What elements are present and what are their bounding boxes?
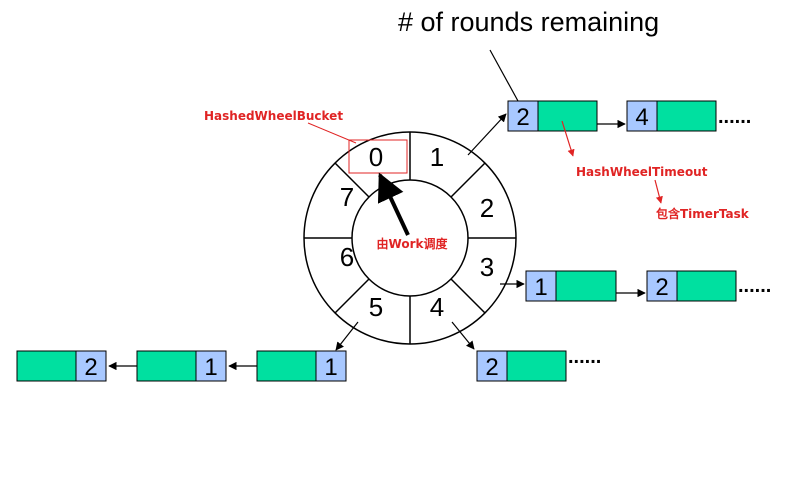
timeout-count-cell	[75, 350, 107, 382]
timeout-count-cell	[507, 100, 539, 132]
timeout-rounds: 2	[655, 274, 668, 301]
wheel-slot-3: 3	[480, 252, 494, 282]
wheel-slot-1: 1	[430, 142, 444, 172]
wheel-slot-2: 2	[480, 193, 494, 223]
timeout-body-cell	[256, 350, 317, 382]
slot4-timeout-node-1: 2	[476, 350, 567, 382]
slot3-continuation-dots: ......	[738, 275, 771, 297]
timeout-body-cell	[555, 270, 617, 302]
timeout-count-cell	[626, 100, 658, 132]
wheel-slot-4: 4	[430, 292, 444, 322]
timeout-rounds: 2	[485, 354, 498, 381]
timeout-count-cell	[646, 270, 678, 302]
wheel-spoke	[450, 162, 486, 198]
slot1-timeout-node-2: 4	[626, 100, 717, 132]
wheel-spoke	[334, 162, 370, 198]
wheel-spoke	[334, 278, 370, 314]
slot1-continuation-dots: ......	[718, 106, 751, 128]
timeout-annotation: HashWheelTimeout	[576, 165, 708, 179]
timeout-rounds: 4	[635, 104, 648, 131]
worker-label: 由Work调度	[377, 236, 449, 251]
slot5-timeout-node-3: 2	[16, 350, 107, 382]
timeout-body-cell	[16, 350, 77, 382]
task-annotation: 包含TimerTask	[655, 206, 750, 221]
slot3-timeout-node-2: 2	[646, 270, 737, 302]
slot4-link-arrow	[451, 321, 475, 350]
wheel-spokes	[304, 132, 516, 344]
timeout-rounds: 2	[84, 354, 97, 381]
slot5-link-arrow	[335, 321, 359, 351]
timeout-rounds: 1	[324, 354, 337, 381]
slot1-link-arrow	[467, 113, 507, 156]
timeout-body-cell	[676, 270, 737, 302]
timeout-rounds: 1	[534, 274, 547, 301]
timeout-count-cell	[315, 350, 347, 382]
slot4-continuation-dots: ......	[568, 346, 601, 368]
wheel-slot-7: 7	[340, 182, 354, 212]
title-pointer-line	[489, 49, 519, 102]
timeout-rounds: 2	[516, 104, 529, 131]
task-annotation-arrow	[654, 179, 663, 204]
diagram-title: # of rounds remaining	[398, 7, 659, 37]
wheel-spoke	[450, 278, 486, 314]
slot3-timeout-node-1: 1	[525, 270, 617, 302]
wheel-slot-6: 6	[340, 242, 354, 272]
slot5-timeout-node-1: 1	[256, 350, 347, 382]
timeout-count-cell	[195, 350, 227, 382]
timeout-annotation-arrow	[561, 120, 575, 157]
slot5-timeout-node-2: 1	[136, 350, 227, 382]
bucket-annotation-line	[307, 122, 357, 144]
timeout-body-cell	[136, 350, 197, 382]
timing-wheel: 0 1 2 3 4 5 6 7 由Work调度	[303, 131, 517, 345]
timeout-body-cell	[656, 100, 717, 132]
pointer-hand	[377, 172, 410, 236]
wheel-slot-0: 0	[369, 142, 383, 172]
timeout-body-cell	[506, 350, 567, 382]
bucket-annotation: HashedWheelBucket	[204, 109, 343, 123]
timeout-count-cell	[525, 270, 557, 302]
timeout-rounds: 1	[204, 354, 217, 381]
slot1-timeout-node-1: 2	[507, 100, 598, 132]
wheel-slot-5: 5	[369, 292, 383, 322]
timeout-body-cell	[537, 100, 598, 132]
